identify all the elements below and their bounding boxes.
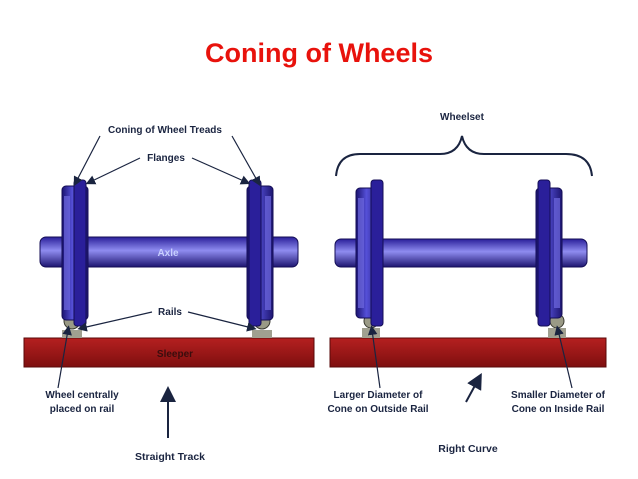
sleeper-label: Sleeper [157, 349, 193, 360]
axle-left [39, 236, 299, 268]
right-curve-arrow [465, 372, 482, 403]
flanges-label: Flanges [147, 153, 185, 164]
wheel-central-label-line2: placed on rail [50, 404, 115, 415]
wheel-central-label-line1: Wheel centrally [45, 390, 119, 401]
coning-label: Coning of Wheel Treads [108, 125, 222, 136]
wheel-right-curve [535, 179, 563, 327]
straight-track-caption: Straight Track [135, 451, 205, 463]
wheelset-label: Wheelset [440, 112, 485, 123]
right-curve-diagram: Wheelset Larger Diameter of Cone on O [327, 112, 607, 455]
rails-label: Rails [158, 307, 182, 318]
right-curve-caption: Right Curve [438, 443, 498, 455]
wheelset-brace [335, 135, 593, 177]
wheel-right-straight [246, 179, 274, 327]
smaller-diameter-line2: Cone on Inside Rail [512, 404, 605, 415]
axle-label: Axle [157, 248, 179, 259]
larger-diameter-line2: Cone on Outside Rail [327, 404, 428, 415]
larger-diameter-line1: Larger Diameter of [334, 390, 424, 401]
page-title: Coning of Wheels [205, 38, 433, 68]
sleeper-right [329, 337, 607, 368]
axle-right [334, 238, 588, 268]
wheel-left-curve [355, 179, 384, 327]
smaller-diameter-line1: Smaller Diameter of [511, 390, 606, 401]
straight-track-diagram: Sleeper Axle Coning of Wheel Treads [23, 125, 315, 463]
sleeper-left [23, 337, 315, 368]
wheel-left-straight [61, 179, 89, 327]
